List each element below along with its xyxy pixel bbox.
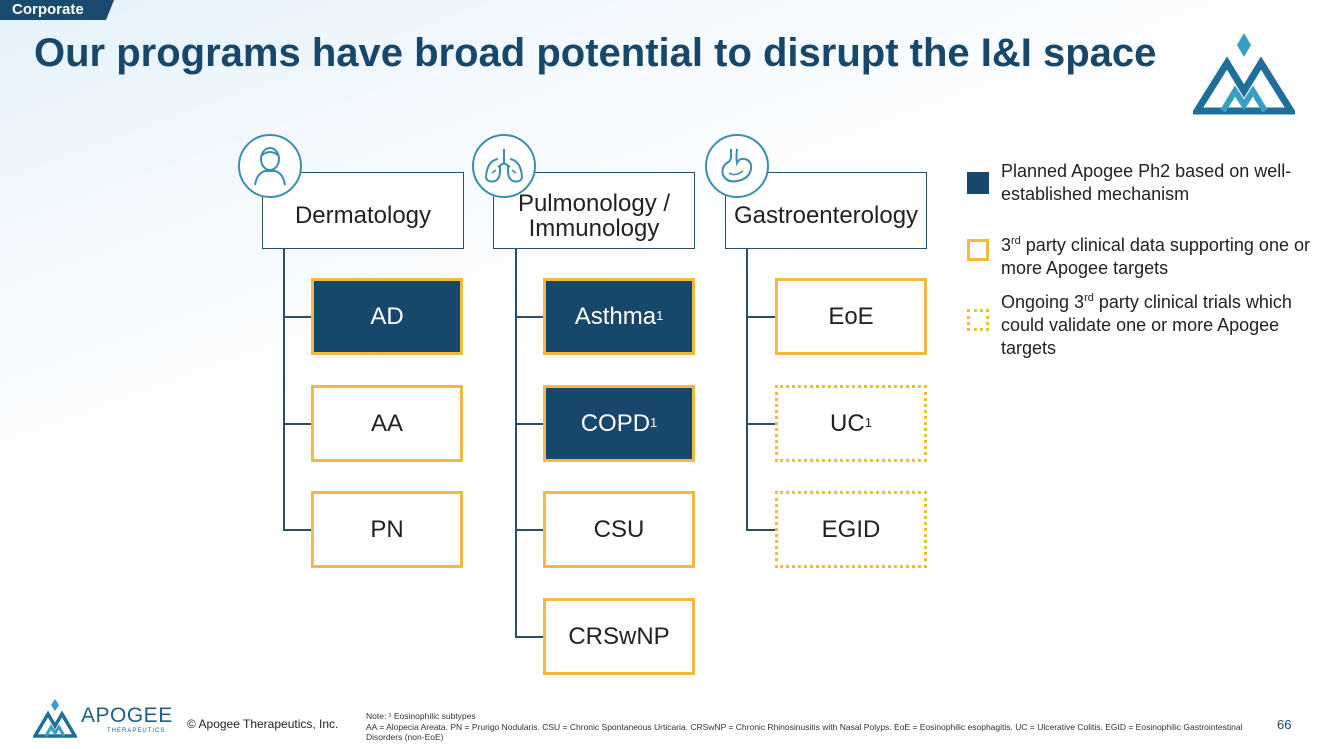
- apogee-logo-icon: [1193, 33, 1295, 115]
- footnote-line-2: AA = Alopecia Areata. PN = Prurigo Nodul…: [366, 721, 1243, 743]
- person-icon: [238, 134, 302, 198]
- node-aa: AA: [311, 385, 463, 462]
- footer-logo: APOGEE THERAPEUTICS: [33, 698, 173, 740]
- section-tag: Corporate: [0, 0, 114, 20]
- lungs-icon: [472, 134, 536, 198]
- pulmonology-header: Pulmonology / Immunology: [493, 172, 695, 249]
- legend-swatch-dotted: [967, 309, 989, 331]
- node-eoe: EoE: [775, 278, 927, 355]
- legend-label-filled: Planned Apogee Ph2 based on well-establi…: [1001, 161, 1292, 204]
- copyright-text: © Apogee Therapeutics, Inc.: [187, 717, 339, 731]
- footnote: Note: ¹ Eosinophilic subtypes AA = Alope…: [366, 711, 1246, 743]
- node-egid: EGID: [775, 491, 927, 568]
- page-title: Our programs have broad potential to dis…: [34, 31, 1157, 75]
- dermatology-header: Dermatology: [262, 172, 464, 249]
- stomach-icon: [705, 134, 769, 198]
- apogee-mark-icon: [33, 699, 77, 738]
- node-ad: AD: [311, 278, 463, 355]
- footer-logo-name: APOGEE: [81, 704, 173, 727]
- legend-swatch-solid: [967, 239, 989, 261]
- legend-label-dotted: Ongoing 3rd party clinical trials which …: [1001, 292, 1292, 358]
- node-pn: PN: [311, 491, 463, 568]
- page-number: 66: [1277, 717, 1292, 732]
- node-crswnp: CRSwNP: [543, 598, 695, 675]
- footer-logo-sub: THERAPEUTICS: [107, 728, 166, 734]
- node-csu: CSU: [543, 491, 695, 568]
- legend-label-solid: 3rd party clinical data supporting one o…: [1001, 235, 1310, 278]
- legend-swatch-filled: [967, 172, 989, 194]
- footnote-line-1: Note: ¹ Eosinophilic subtypes: [366, 711, 476, 721]
